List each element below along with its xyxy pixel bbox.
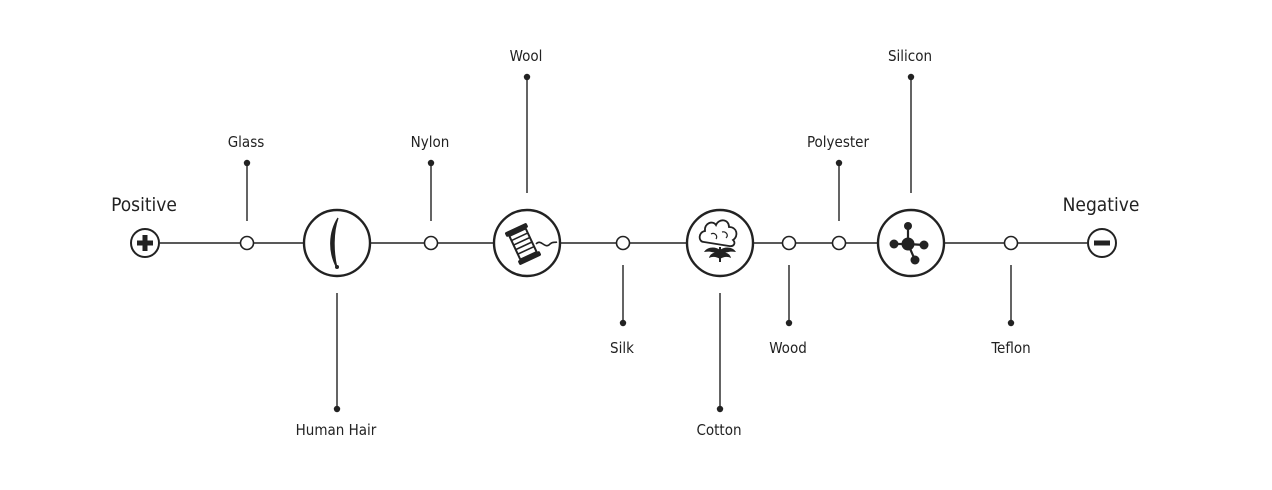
node-marker [781, 235, 797, 251]
material-label: Cotton [696, 421, 741, 439]
material-nylon: Nylon [411, 133, 450, 251]
material-human-hair: Human Hair [296, 208, 377, 439]
hair-icon [330, 217, 339, 269]
positive-end: Positive [111, 194, 177, 258]
material-polyester: Polyester [807, 133, 870, 251]
material-label: Teflon [990, 339, 1030, 357]
material-label: Glass [228, 133, 265, 151]
material-label: Silicon [888, 47, 932, 65]
positive-label: Positive [111, 194, 177, 216]
material-label: Nylon [411, 133, 450, 151]
material-label: Wood [769, 339, 807, 357]
minus-icon [1087, 228, 1117, 258]
material-label: Wool [510, 47, 543, 65]
cotton-plant-icon [698, 219, 738, 262]
material-silk: Silk [610, 235, 634, 357]
node-marker [1003, 235, 1019, 251]
negative-label: Negative [1063, 194, 1140, 216]
node-marker [423, 235, 439, 251]
thread-tail [535, 241, 558, 247]
node-marker [615, 235, 631, 251]
material-glass: Glass [228, 133, 265, 251]
thread-spool-icon [505, 223, 541, 265]
material-teflon: Teflon [990, 235, 1031, 357]
plus-icon [130, 228, 160, 258]
material-label: Silk [610, 339, 634, 357]
material-label: Polyester [807, 133, 870, 151]
node-marker [831, 235, 847, 251]
molecule-icon [889, 222, 929, 265]
material-wool: Wool [492, 47, 562, 278]
negative-end: Negative [1063, 194, 1140, 258]
material-wood: Wood [769, 235, 807, 357]
material-silicon: Silicon [876, 47, 946, 278]
material-label: Human Hair [296, 421, 377, 439]
node-marker [239, 235, 255, 251]
material-cotton: Cotton [685, 208, 755, 439]
